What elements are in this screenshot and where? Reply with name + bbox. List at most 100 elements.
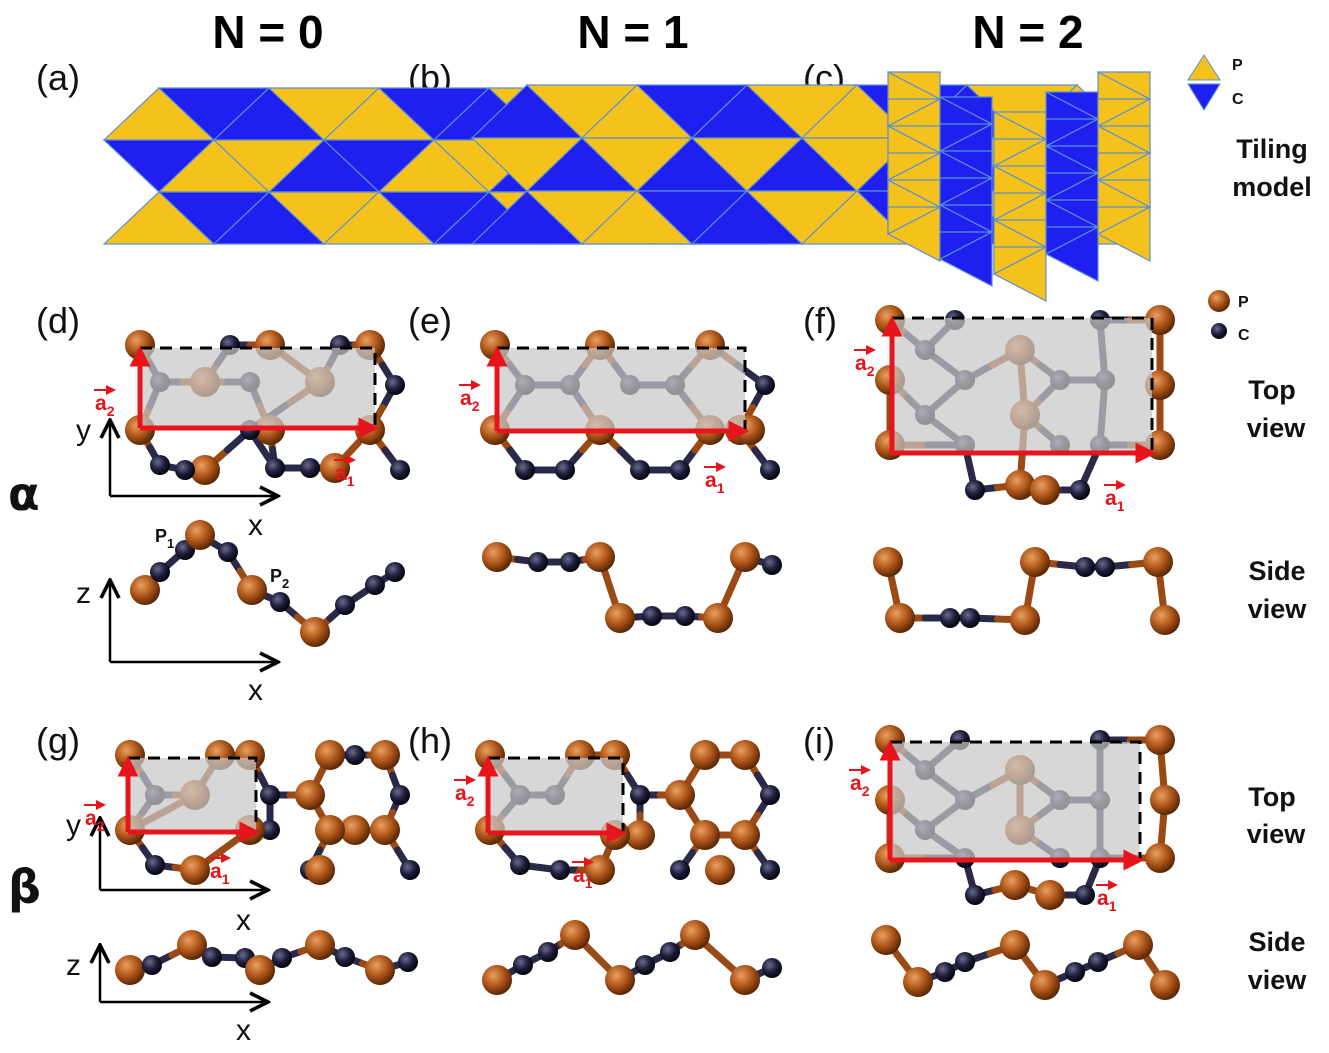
carbon-atom xyxy=(270,592,290,612)
phosphorus-atom xyxy=(482,542,512,572)
unit-cell-border xyxy=(140,346,377,428)
unit-cell xyxy=(892,318,1152,453)
phosphorus-atom xyxy=(1145,725,1175,755)
carbon-atom xyxy=(1070,480,1090,500)
atoms xyxy=(482,920,782,995)
phosphorus-atom xyxy=(1010,605,1040,635)
phosphorus-atom xyxy=(1143,547,1173,577)
phosphorus-atom xyxy=(482,965,512,995)
phosphorus-atom xyxy=(690,820,720,850)
tiling-panel-c xyxy=(886,71,1152,302)
carbon-atom xyxy=(670,460,690,480)
phosphorus-atom xyxy=(300,617,330,647)
a2-label-e: a2 xyxy=(460,387,480,414)
axes-top-beta: y x xyxy=(66,809,268,937)
unit-cell xyxy=(497,348,745,431)
carbon-atom xyxy=(1075,885,1095,905)
panel-label-g: (g) xyxy=(36,720,80,761)
tile-c xyxy=(1045,226,1099,255)
side-view-beta-1: Side xyxy=(1248,927,1305,957)
carbon-atom xyxy=(528,552,548,572)
x-axis-label: x xyxy=(236,1014,251,1047)
unit-cell-border xyxy=(128,756,258,832)
z-axis-label: z xyxy=(76,577,91,610)
phosphorus-atom xyxy=(665,780,695,810)
y-axis-label: y xyxy=(76,414,91,447)
phosphorus-atom xyxy=(605,603,635,633)
phosphorus-atom xyxy=(605,965,635,995)
side-view-alpha-1: Side xyxy=(1248,556,1305,586)
phosphorus-atom xyxy=(560,920,590,950)
tile-p xyxy=(1097,98,1151,127)
carbon-atom xyxy=(272,948,292,968)
phosphorus-atom xyxy=(1150,785,1180,815)
carbon-atom xyxy=(365,575,385,595)
carbon-atom xyxy=(260,785,280,805)
top-view-beta-2: view xyxy=(1247,819,1307,849)
phosphorus-atom xyxy=(237,575,267,605)
atoms xyxy=(130,520,405,647)
tile-p xyxy=(1097,71,1151,100)
phosphorus-atom xyxy=(295,780,325,810)
phosphorus-atom xyxy=(585,542,615,572)
tile-p xyxy=(993,138,1047,167)
tile-c xyxy=(939,96,993,125)
side-view-h xyxy=(482,920,782,995)
phosphorus-atom xyxy=(185,520,215,550)
carbon-atom xyxy=(935,962,955,982)
carbon-atom xyxy=(218,542,238,562)
x-axis-label: x xyxy=(236,904,251,937)
phosphorus-atom xyxy=(1150,605,1180,635)
phosphorus-atom xyxy=(903,967,933,997)
tiling-legend-p: P xyxy=(1232,57,1243,74)
phosphorus-atom xyxy=(1000,930,1030,960)
phosphorus-atom xyxy=(365,955,395,985)
a2-label-i: a2 xyxy=(850,772,870,799)
carbon-atom xyxy=(965,885,985,905)
carbon-atom xyxy=(762,958,782,978)
phosphorus-atom xyxy=(705,855,735,885)
structure-panel-h xyxy=(475,740,780,885)
unit-cell-border xyxy=(890,740,1142,860)
panel-label-h: (h) xyxy=(408,720,452,761)
side-view-f xyxy=(873,547,1180,635)
phosphorus-atom xyxy=(115,955,145,985)
side-view-d xyxy=(130,520,405,647)
phosphorus-atom xyxy=(1020,547,1050,577)
tile-c-swatch xyxy=(1187,83,1221,111)
row-label-alpha: α xyxy=(8,467,40,521)
carbon-atom xyxy=(145,855,165,875)
panel-label-i: (i) xyxy=(803,720,835,761)
phosphorus-atom xyxy=(1030,475,1060,505)
phosphorus-atom xyxy=(340,815,370,845)
a2-label-f: a2 xyxy=(855,352,875,379)
axes-side-beta: z x xyxy=(66,945,268,1047)
side-view-e xyxy=(482,542,782,633)
phosphorus-atom xyxy=(1145,843,1175,873)
carbon-atom xyxy=(335,947,355,967)
tile-p xyxy=(1097,179,1151,208)
carbon-atom xyxy=(510,855,530,875)
atom-label-p1: P1 xyxy=(155,526,174,551)
carbon-atom xyxy=(513,955,533,975)
carbon-atom xyxy=(760,860,780,880)
atom-legend-p: P xyxy=(1238,294,1249,311)
row-label-beta: β xyxy=(8,860,41,914)
carbon-atom xyxy=(760,460,780,480)
structure-panel-i xyxy=(875,725,1180,910)
a1-label-h: a1 xyxy=(573,864,593,891)
carbon-atom xyxy=(550,860,570,880)
x-axis-label: x xyxy=(248,509,263,542)
carbon-atom xyxy=(150,455,170,475)
carbon-atom xyxy=(142,955,162,975)
carbon-atom xyxy=(630,460,650,480)
phosphorus-atom xyxy=(730,965,760,995)
tiling-legend-c: C xyxy=(1232,91,1244,108)
phosphorus-atom xyxy=(370,740,400,770)
tile-p xyxy=(1097,152,1151,181)
atom-c-swatch xyxy=(1211,323,1227,339)
phosphorus-atom xyxy=(1000,870,1030,900)
phosphorus-atom xyxy=(315,815,345,845)
panel-label-f: (f) xyxy=(803,300,837,341)
carbon-atom xyxy=(400,860,420,880)
